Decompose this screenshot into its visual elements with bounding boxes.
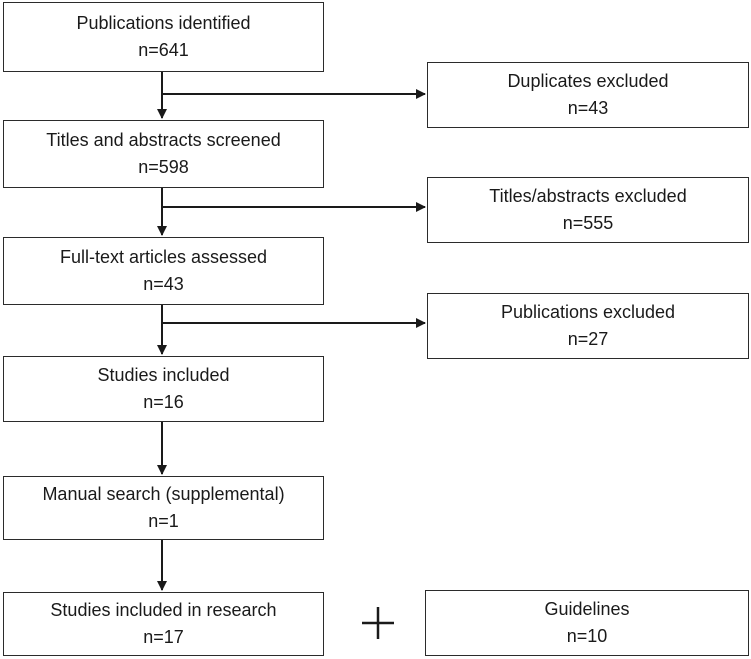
box-title: Manual search (supplemental) (42, 484, 285, 504)
box-manual-search: Manual search (supplemental) n=1 (3, 476, 324, 540)
box-publications-identified: Publications identified n=641 (3, 2, 324, 72)
box-guidelines: Guidelines n=10 (425, 590, 749, 656)
box-studies-included: Studies included n=16 (3, 356, 324, 422)
box-count: n=27 (567, 329, 609, 349)
box-count: n=10 (566, 626, 608, 646)
box-count: n=17 (143, 627, 184, 647)
box-count: n=43 (567, 98, 609, 118)
box-titles-abstracts-screened: Titles and abstracts screened n=598 (3, 120, 324, 188)
box-count: n=641 (138, 40, 189, 60)
box-count: n=16 (143, 392, 184, 412)
box-count: n=555 (562, 213, 614, 233)
box-fulltext-assessed: Full-text articles assessed n=43 (3, 237, 324, 305)
box-title: Studies included in research (50, 600, 277, 620)
box-count: n=1 (148, 511, 179, 531)
box-studies-included-in-research: Studies included in research n=17 (3, 592, 324, 656)
box-titles-abstracts-excluded: Titles/abstracts excluded n=555 (427, 177, 749, 243)
box-title: Duplicates excluded (507, 71, 669, 91)
box-count: n=598 (138, 157, 189, 177)
box-title: Guidelines (544, 599, 630, 619)
box-title: Publications excluded (500, 302, 676, 322)
box-count: n=43 (143, 274, 184, 294)
box-title: Full-text articles assessed (59, 247, 268, 267)
box-title: Publications identified (76, 13, 251, 33)
box-title: Titles/abstracts excluded (489, 186, 687, 206)
plus-icon (362, 607, 394, 639)
box-title: Studies included (97, 365, 230, 385)
box-title: Titles and abstracts screened (46, 130, 281, 150)
box-publications-excluded: Publications excluded n=27 (427, 293, 749, 359)
box-duplicates-excluded: Duplicates excluded n=43 (427, 62, 749, 128)
